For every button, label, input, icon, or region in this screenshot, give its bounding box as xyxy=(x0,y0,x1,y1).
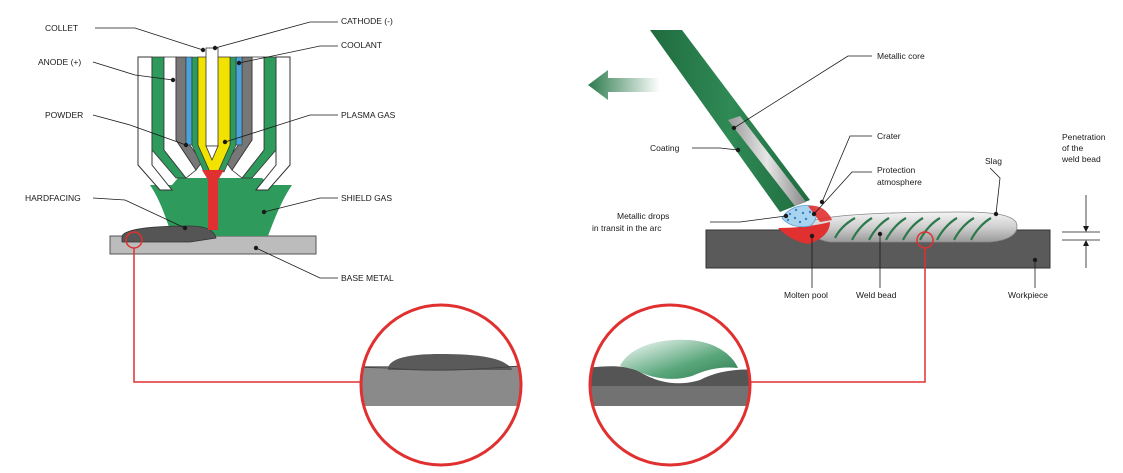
label-weld-bead: Weld bead xyxy=(856,290,897,300)
label-anode: ANODE (+) xyxy=(38,57,81,67)
molten-pool xyxy=(778,222,830,244)
zoom-ring-left xyxy=(359,303,523,467)
cathode-electrode xyxy=(205,47,219,147)
label-drops-1: Metallic drops xyxy=(617,211,669,221)
label-molten-pool: Molten pool xyxy=(784,290,828,300)
plasma-arc xyxy=(208,178,218,230)
zoom-base-metal xyxy=(361,366,521,406)
zoom-connector-right xyxy=(750,248,926,383)
weld-bead-zoom-view xyxy=(588,303,752,467)
label-crater: Crater xyxy=(877,131,901,141)
electrode-core xyxy=(728,116,806,206)
travel-direction-arrow xyxy=(588,70,660,100)
label-protection-1: Protection xyxy=(877,165,916,175)
left-leader-lines xyxy=(92,21,338,279)
label-slag: Slag xyxy=(985,156,1002,166)
label-collet: COLLET xyxy=(45,23,78,33)
right-leader-lines xyxy=(692,55,1038,288)
penetration-marker xyxy=(1062,195,1100,268)
label-hardfacing: HARDFACING xyxy=(25,193,81,203)
label-coolant: COOLANT xyxy=(341,40,382,50)
weld-ripples xyxy=(834,217,992,241)
label-coating: Coating xyxy=(650,143,680,153)
label-workpiece: Workpiece xyxy=(1008,290,1048,300)
zoom-hardfacing-layer xyxy=(388,354,512,370)
zoom-ring-right xyxy=(588,303,752,467)
label-powder: POWDER xyxy=(45,110,83,120)
label-metallic-core: Metallic core xyxy=(877,51,925,61)
protection-atmosphere xyxy=(808,205,832,222)
label-drops-2: in transit in the arc xyxy=(592,223,662,233)
coolant-right xyxy=(235,56,243,146)
plasma-arc-top xyxy=(202,170,224,180)
label-protection-2: atmosphere xyxy=(877,177,922,187)
label-penetration-2: of the xyxy=(1062,143,1084,153)
label-cathode: CATHODE (-) xyxy=(341,16,393,26)
label-shield-gas: SHIELD GAS xyxy=(341,193,392,203)
label-plasma-gas: PLASMA GAS xyxy=(341,110,396,120)
hardfacing-zoom-view xyxy=(359,303,523,467)
label-penetration-1: Penetration xyxy=(1062,132,1106,142)
droplet-dots xyxy=(786,208,812,224)
zoom-weld-bead xyxy=(620,339,738,379)
label-base-metal: BASE METAL xyxy=(341,273,394,283)
cathode-tip xyxy=(205,145,219,162)
stick-welding-diagram: Metallic core Coating Crater Protection … xyxy=(588,30,1106,383)
plasma-torch-diagram: COLLET CATHODE (-) COOLANT ANODE (+) POW… xyxy=(25,16,396,383)
label-penetration-3: weld bead xyxy=(1061,154,1101,164)
coolant-left xyxy=(185,56,193,146)
hardfacing-deposit xyxy=(121,225,217,243)
shield-gas-region xyxy=(150,178,292,236)
zoom-connector-left xyxy=(133,248,361,383)
